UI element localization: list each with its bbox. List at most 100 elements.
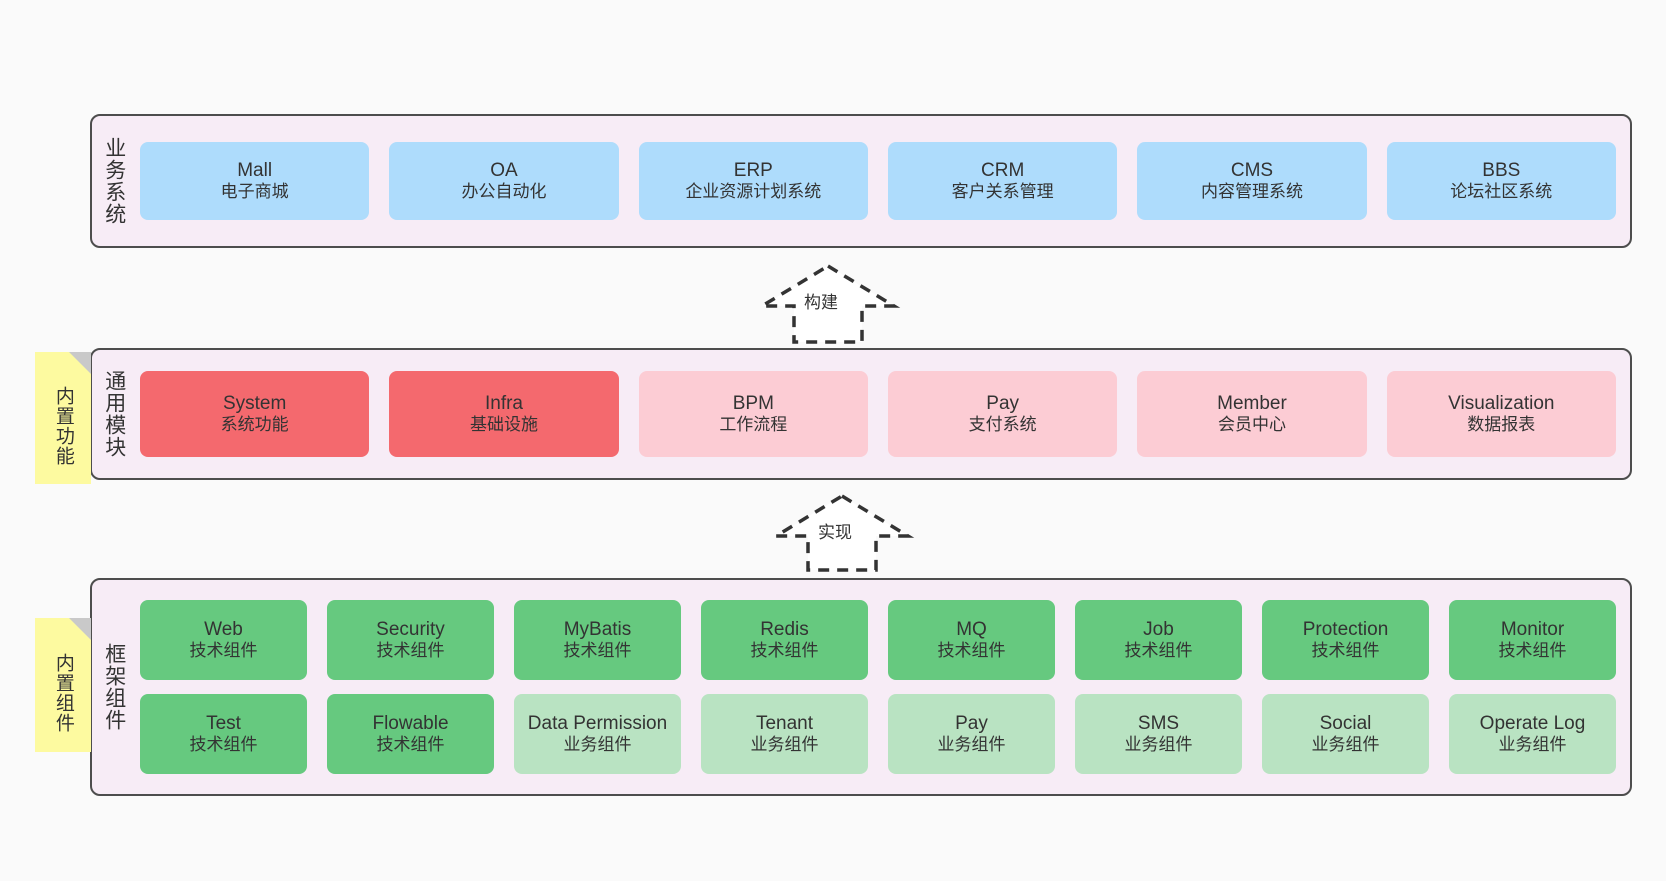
note-builtin-features: 内置功能 <box>35 352 91 484</box>
card-subtitle: 技术组件 <box>937 641 1006 661</box>
card-title: Protection <box>1302 619 1389 641</box>
card-subtitle: 电子商城 <box>220 182 289 202</box>
card-subtitle: 业务组件 <box>1311 735 1380 755</box>
connector-build-label: 构建 <box>804 293 838 312</box>
card-title: Security <box>376 619 445 641</box>
card-subtitle: 技术组件 <box>563 641 632 661</box>
card-subtitle: 技术组件 <box>189 735 258 755</box>
note-fold-corner-icon <box>69 618 91 640</box>
card-title: Visualization <box>1448 393 1555 415</box>
card-title: System <box>222 393 287 415</box>
card-title: Data Permission <box>527 713 668 735</box>
card-subtitle: 数据报表 <box>1467 415 1536 435</box>
card-subtitle: 会员中心 <box>1217 415 1286 435</box>
card-title: BPM <box>732 393 774 415</box>
card-title: Test <box>206 713 241 735</box>
card-subtitle: 业务组件 <box>937 735 1006 755</box>
card-title: Flowable <box>372 713 449 735</box>
card-subtitle: 业务组件 <box>563 735 632 755</box>
card-title: Web <box>204 619 243 641</box>
note-builtin-features-text: 内置功能 <box>52 386 74 466</box>
card-subtitle: 技术组件 <box>1311 641 1380 661</box>
card-title: Tenant <box>755 713 814 735</box>
card-subtitle: 工作流程 <box>719 415 788 435</box>
card-subtitle: 技术组件 <box>376 641 445 661</box>
card-subtitle: 技术组件 <box>1124 641 1193 661</box>
card-title: MyBatis <box>563 619 632 641</box>
card-title: Social <box>1319 713 1372 735</box>
layer-framework-title: 框架组件 <box>102 643 126 731</box>
card-subtitle: 支付系统 <box>968 415 1037 435</box>
card-subtitle: 办公自动化 <box>461 182 547 202</box>
card-title: SMS <box>1137 713 1180 735</box>
card-subtitle: 技术组件 <box>376 735 445 755</box>
card-subtitle: 业务组件 <box>1124 735 1193 755</box>
card-title: Redis <box>760 619 809 641</box>
card-title: Monitor <box>1500 619 1565 641</box>
card-subtitle: 客户关系管理 <box>951 182 1054 202</box>
card-title: OA <box>490 160 518 182</box>
card-title: MQ <box>956 619 987 641</box>
connector-implement-label: 实现 <box>818 523 852 542</box>
card-subtitle: 业务组件 <box>1498 735 1567 755</box>
card-subtitle: 技术组件 <box>189 641 258 661</box>
card-title: Job <box>1143 619 1174 641</box>
card-subtitle: 论坛社区系统 <box>1450 182 1553 202</box>
connector-build: 构建 <box>755 262 901 346</box>
card-subtitle: 基础设施 <box>469 415 538 435</box>
card-title: ERP <box>733 160 773 182</box>
generalization-arrow-icon <box>769 493 915 572</box>
card-subtitle: 业务组件 <box>750 735 819 755</box>
card-title: Operate Log <box>1479 713 1586 735</box>
card-title: Member <box>1217 393 1287 415</box>
card-title: Mall <box>237 160 273 182</box>
card-title: Infra <box>484 393 523 415</box>
card-title: CRM <box>981 160 1025 182</box>
card-subtitle: 内容管理系统 <box>1200 182 1303 202</box>
card-title: Pay <box>986 393 1020 415</box>
card-subtitle: 技术组件 <box>1498 641 1567 661</box>
card-title: BBS <box>1482 160 1521 182</box>
card-title: Pay <box>955 713 988 735</box>
connector-implement: 实现 <box>769 492 915 574</box>
